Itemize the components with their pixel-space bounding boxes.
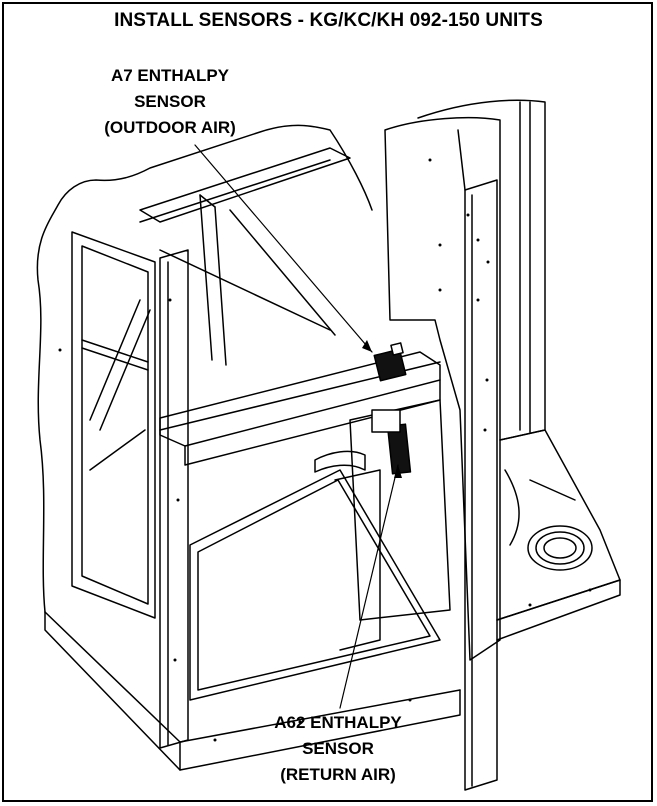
front-left-post: [159, 249, 189, 749]
a7-callout: A7 ENTHALPY SENSOR (OUTDOOR AIR): [70, 63, 270, 141]
base-floor-opening-inner: [197, 479, 431, 691]
diagram-title: INSTALL SENSORS - KG/KC/KH 092-150 UNITS: [114, 10, 543, 31]
a62-leader-line: [339, 464, 399, 709]
a62-callout-line1: A62 ENTHALPY: [274, 713, 402, 732]
tall-center-panel: [384, 116, 501, 661]
a62-sensor-plate: [371, 409, 401, 433]
fastener-dots: [58, 158, 592, 742]
a62-callout-line3: (RETURN AIR): [280, 765, 396, 784]
mounting-rail-underside: [184, 379, 441, 466]
top-rear-rail: [139, 147, 351, 223]
base-left-lip: [44, 611, 181, 771]
left-side-frame-outer: [71, 231, 156, 619]
base-front-lip: [179, 689, 461, 771]
right-post-top: [457, 129, 466, 191]
a7-sensor-bracket: [390, 342, 404, 356]
left-inner-rail-edge: [214, 206, 227, 366]
a7-callout-line1: A7 ENTHALPY: [110, 66, 230, 85]
a7-callout-line3: (OUTDOOR AIR): [104, 118, 236, 137]
left-inner-diagonal: [89, 299, 151, 471]
a62-callout-line2: SENSOR: [302, 739, 374, 758]
frame-crossbar: [81, 339, 149, 363]
left-side-frame-inner: [81, 245, 149, 605]
right-rear-wall-fold: [519, 101, 531, 433]
center-floor-ridge: [314, 450, 366, 473]
a62-callout: A62 ENTHALPY SENSOR (RETURN AIR): [238, 710, 438, 788]
right-rear-wall: [417, 99, 546, 441]
top-rail-bracket: [199, 194, 216, 208]
inner-diagonal-2: [159, 249, 331, 331]
drain-inner: [535, 531, 585, 565]
drain-outer: [527, 525, 593, 571]
a7-sensor: [373, 348, 407, 382]
right-floor-pan: [496, 429, 621, 621]
center-partition-flange: [334, 469, 381, 651]
right-floor-pan-lip: [496, 579, 621, 641]
right-tall-post: [464, 179, 498, 791]
a7-callout-line2: SENSOR: [134, 92, 206, 111]
cabinet-cutaway-outline: [36, 124, 373, 613]
a62-leader-arrowhead: [394, 465, 402, 478]
center-partition: [349, 399, 451, 621]
inner-diagonal: [229, 209, 336, 336]
base-floor-opening: [189, 469, 441, 701]
a7-leader-line: [194, 144, 373, 353]
floor-pan-ridge: [504, 469, 576, 546]
left-inner-rail: [199, 194, 213, 361]
drain-core: [543, 537, 577, 559]
a7-leader-arrowhead: [362, 340, 372, 352]
